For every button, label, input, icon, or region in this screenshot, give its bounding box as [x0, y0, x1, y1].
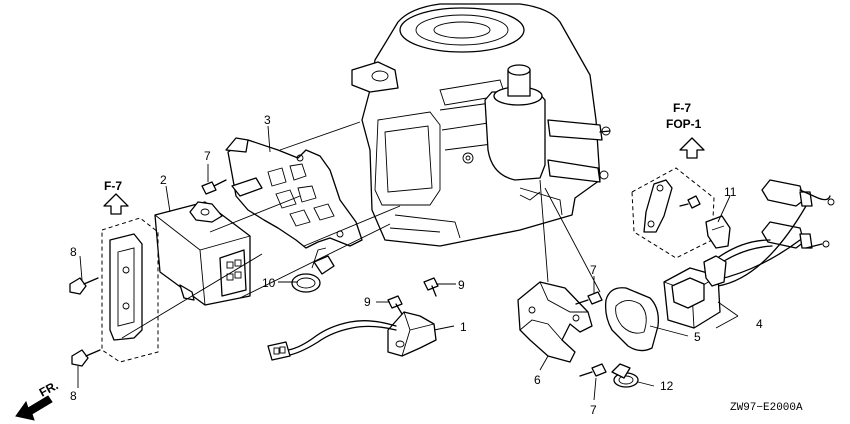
engine-block: [351, 3, 611, 247]
pulser-sensor-1: [267, 311, 437, 361]
callout-6[interactable]: 6: [534, 373, 541, 387]
wire-clip-11: [705, 215, 731, 249]
callout-5[interactable]: 5: [694, 330, 701, 344]
callout-2[interactable]: 2: [160, 173, 167, 187]
callout-7-bottom[interactable]: 7: [590, 403, 597, 417]
figure-reference-right-line1[interactable]: F-7: [673, 101, 691, 115]
callout-9-right[interactable]: 9: [458, 278, 465, 292]
callout-4[interactable]: 4: [756, 317, 763, 331]
band-clamp-10: [291, 247, 335, 293]
callout-10[interactable]: 10: [262, 276, 276, 290]
ignition-coil-assembly: [604, 179, 835, 352]
up-arrow-right: [679, 137, 705, 159]
front-marker-label: FR.: [37, 378, 61, 399]
up-arrow-left: [103, 193, 129, 215]
callout-8-bottom[interactable]: 8: [70, 389, 77, 403]
callout-9-left[interactable]: 9: [364, 295, 371, 309]
fasteners: [69, 179, 701, 377]
callout-3[interactable]: 3: [264, 113, 271, 127]
front-arrow-icon: [15, 395, 53, 421]
callout-12[interactable]: 12: [660, 379, 674, 393]
left-dashed-group: [101, 217, 159, 363]
ignition-control-unit: [154, 201, 251, 306]
diagram-code: ZW97−E2000A: [730, 402, 803, 414]
callout-8-top[interactable]: 8: [70, 245, 77, 259]
figure-reference-right-line2[interactable]: FOP-1: [666, 117, 702, 131]
wire-clip-12: [611, 363, 639, 388]
callout-7-middle[interactable]: 7: [590, 263, 597, 277]
mounting-bracket-plate: [225, 137, 363, 249]
coil-bracket-6: [517, 281, 593, 363]
leader-lines: [77, 121, 739, 401]
callout-11[interactable]: 11: [724, 185, 737, 199]
figure-reference-left[interactable]: F-7: [104, 179, 122, 193]
callout-7-top[interactable]: 7: [204, 149, 211, 163]
callout-1[interactable]: 1: [460, 320, 467, 334]
right-dashed-group: [631, 167, 715, 259]
